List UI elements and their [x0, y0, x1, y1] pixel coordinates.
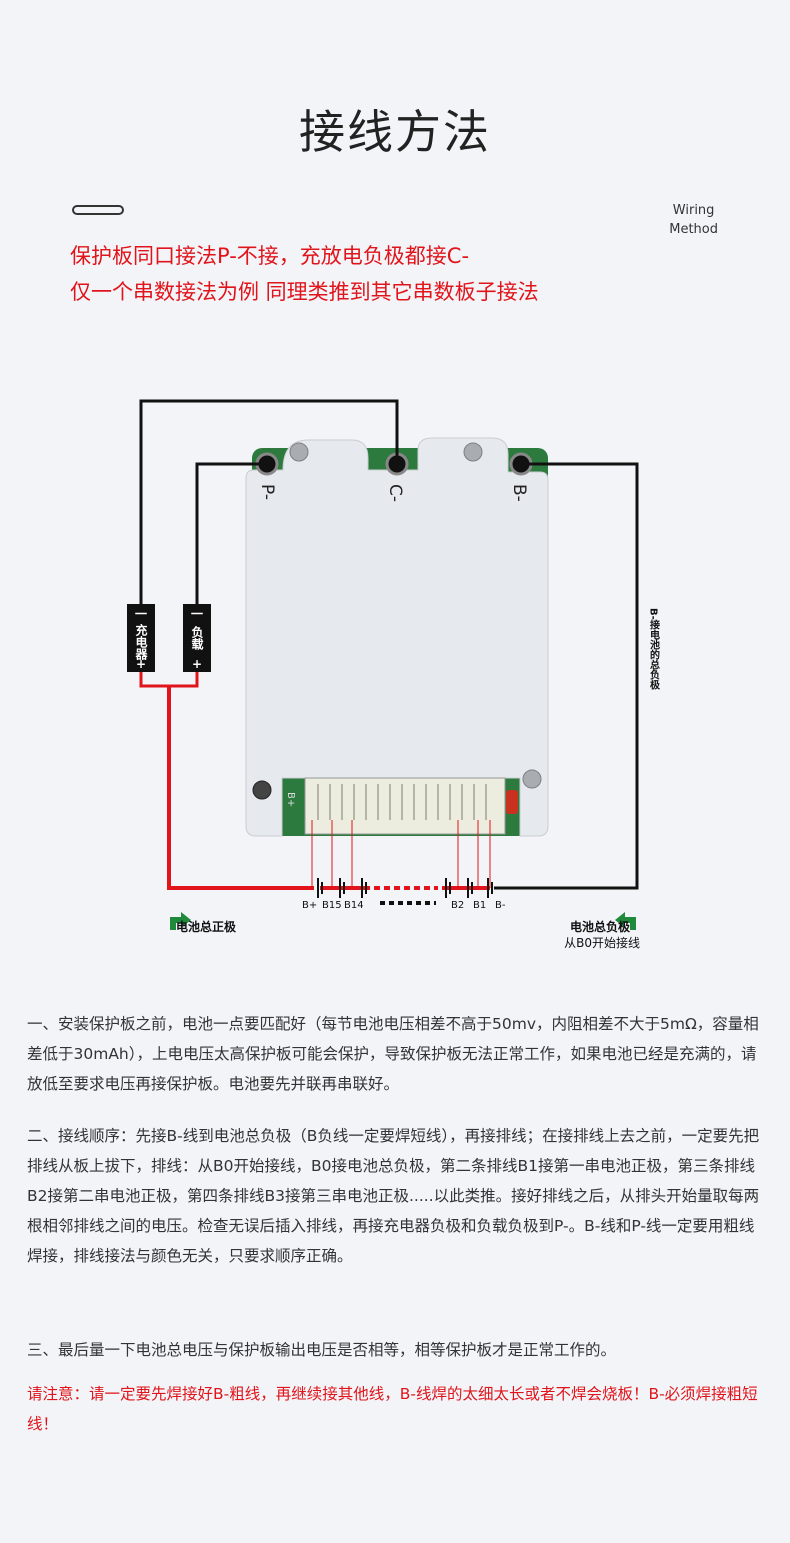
instruction-3: 三、最后量一下电池总电压与保护板输出电压是否相等，相等保护板才是正常工作的。: [27, 1341, 617, 1359]
wire-b-minus: [494, 462, 639, 890]
wiring-diagram: P- C- B- B+ B+ B15 B14 B2 B1 B- 一 充电器 + …: [127, 399, 660, 950]
terminal-label-b: B-: [509, 484, 529, 502]
screw-icon: [522, 769, 542, 789]
warning-text: 请注意：请一定要先焊接好B-粗线，再继续接其他线，B-线焊的太细太长或者不焊会烧…: [27, 1385, 758, 1433]
board-bplus-label: B+: [285, 792, 296, 807]
cell-label-bplus: B+: [302, 900, 317, 911]
load-box: [183, 604, 211, 672]
charger-label: 充电器: [134, 623, 148, 661]
wire-c-to-charger: [139, 399, 399, 604]
aluminium-cover: [245, 437, 549, 837]
cell-label-b15: B15: [322, 900, 342, 911]
english-subtitle-line1: Wiring: [672, 203, 715, 218]
cell-label-b1: B1: [473, 900, 486, 911]
page-title: 接线方法: [299, 105, 491, 159]
balance-connector: [304, 777, 506, 835]
decorative-pill: [72, 205, 124, 215]
instruction-1: 一、安装保护板之前，电池一点要匹配好（每节电池电压相差不高于50mv，内阻相差不…: [27, 1015, 759, 1093]
notice-line-2: 仅一个串数接法为例 同理类推到其它串数板子接法: [70, 280, 539, 304]
screw-icon: [463, 442, 483, 462]
english-subtitle-line2: Method: [669, 222, 718, 237]
charger-plus: +: [136, 657, 146, 671]
b-wire-note: B-接电池的总负极: [648, 608, 660, 691]
cell-label-b14: B14: [344, 900, 364, 911]
load-plus: +: [192, 657, 202, 671]
load-minus: 一: [191, 607, 203, 621]
cell-label-b2: B2: [451, 900, 464, 911]
wire-pack-positive: [167, 686, 314, 890]
cell-label-bminus: B-: [495, 900, 506, 911]
screw-icon: [289, 442, 309, 462]
green-arrow-icon: [170, 912, 191, 930]
english-subtitle: Wiring Method: [669, 201, 718, 239]
pack-negative-sub: 从B0开始接线: [564, 935, 640, 950]
wire-positive-join: [139, 670, 199, 688]
wire-p-to-load: [195, 462, 267, 604]
charger-minus: 一: [135, 607, 147, 621]
green-arrow-icon: [615, 912, 636, 930]
charger-box: [127, 604, 155, 672]
load-label: 负载: [190, 625, 204, 651]
terminal-label-c: C-: [385, 484, 405, 502]
cell-symbols: [317, 878, 493, 898]
connector-pins: [317, 784, 487, 820]
pack-negative-label: 电池总负极: [570, 919, 631, 934]
instruction-2: 二、接线顺序：先接B-线到电池总负极（B负线一定要焊短线），再接排线；在接排线上…: [27, 1127, 760, 1265]
notice-line-1: 保护板同口接法P-不接，充放电负极都接C-: [70, 244, 470, 268]
terminal-label-p: P-: [257, 484, 277, 500]
balance-leads: [311, 820, 491, 888]
pack-positive-label: 电池总正极: [176, 919, 237, 934]
screw-icon: [252, 780, 272, 800]
red-fuse: [506, 790, 518, 814]
